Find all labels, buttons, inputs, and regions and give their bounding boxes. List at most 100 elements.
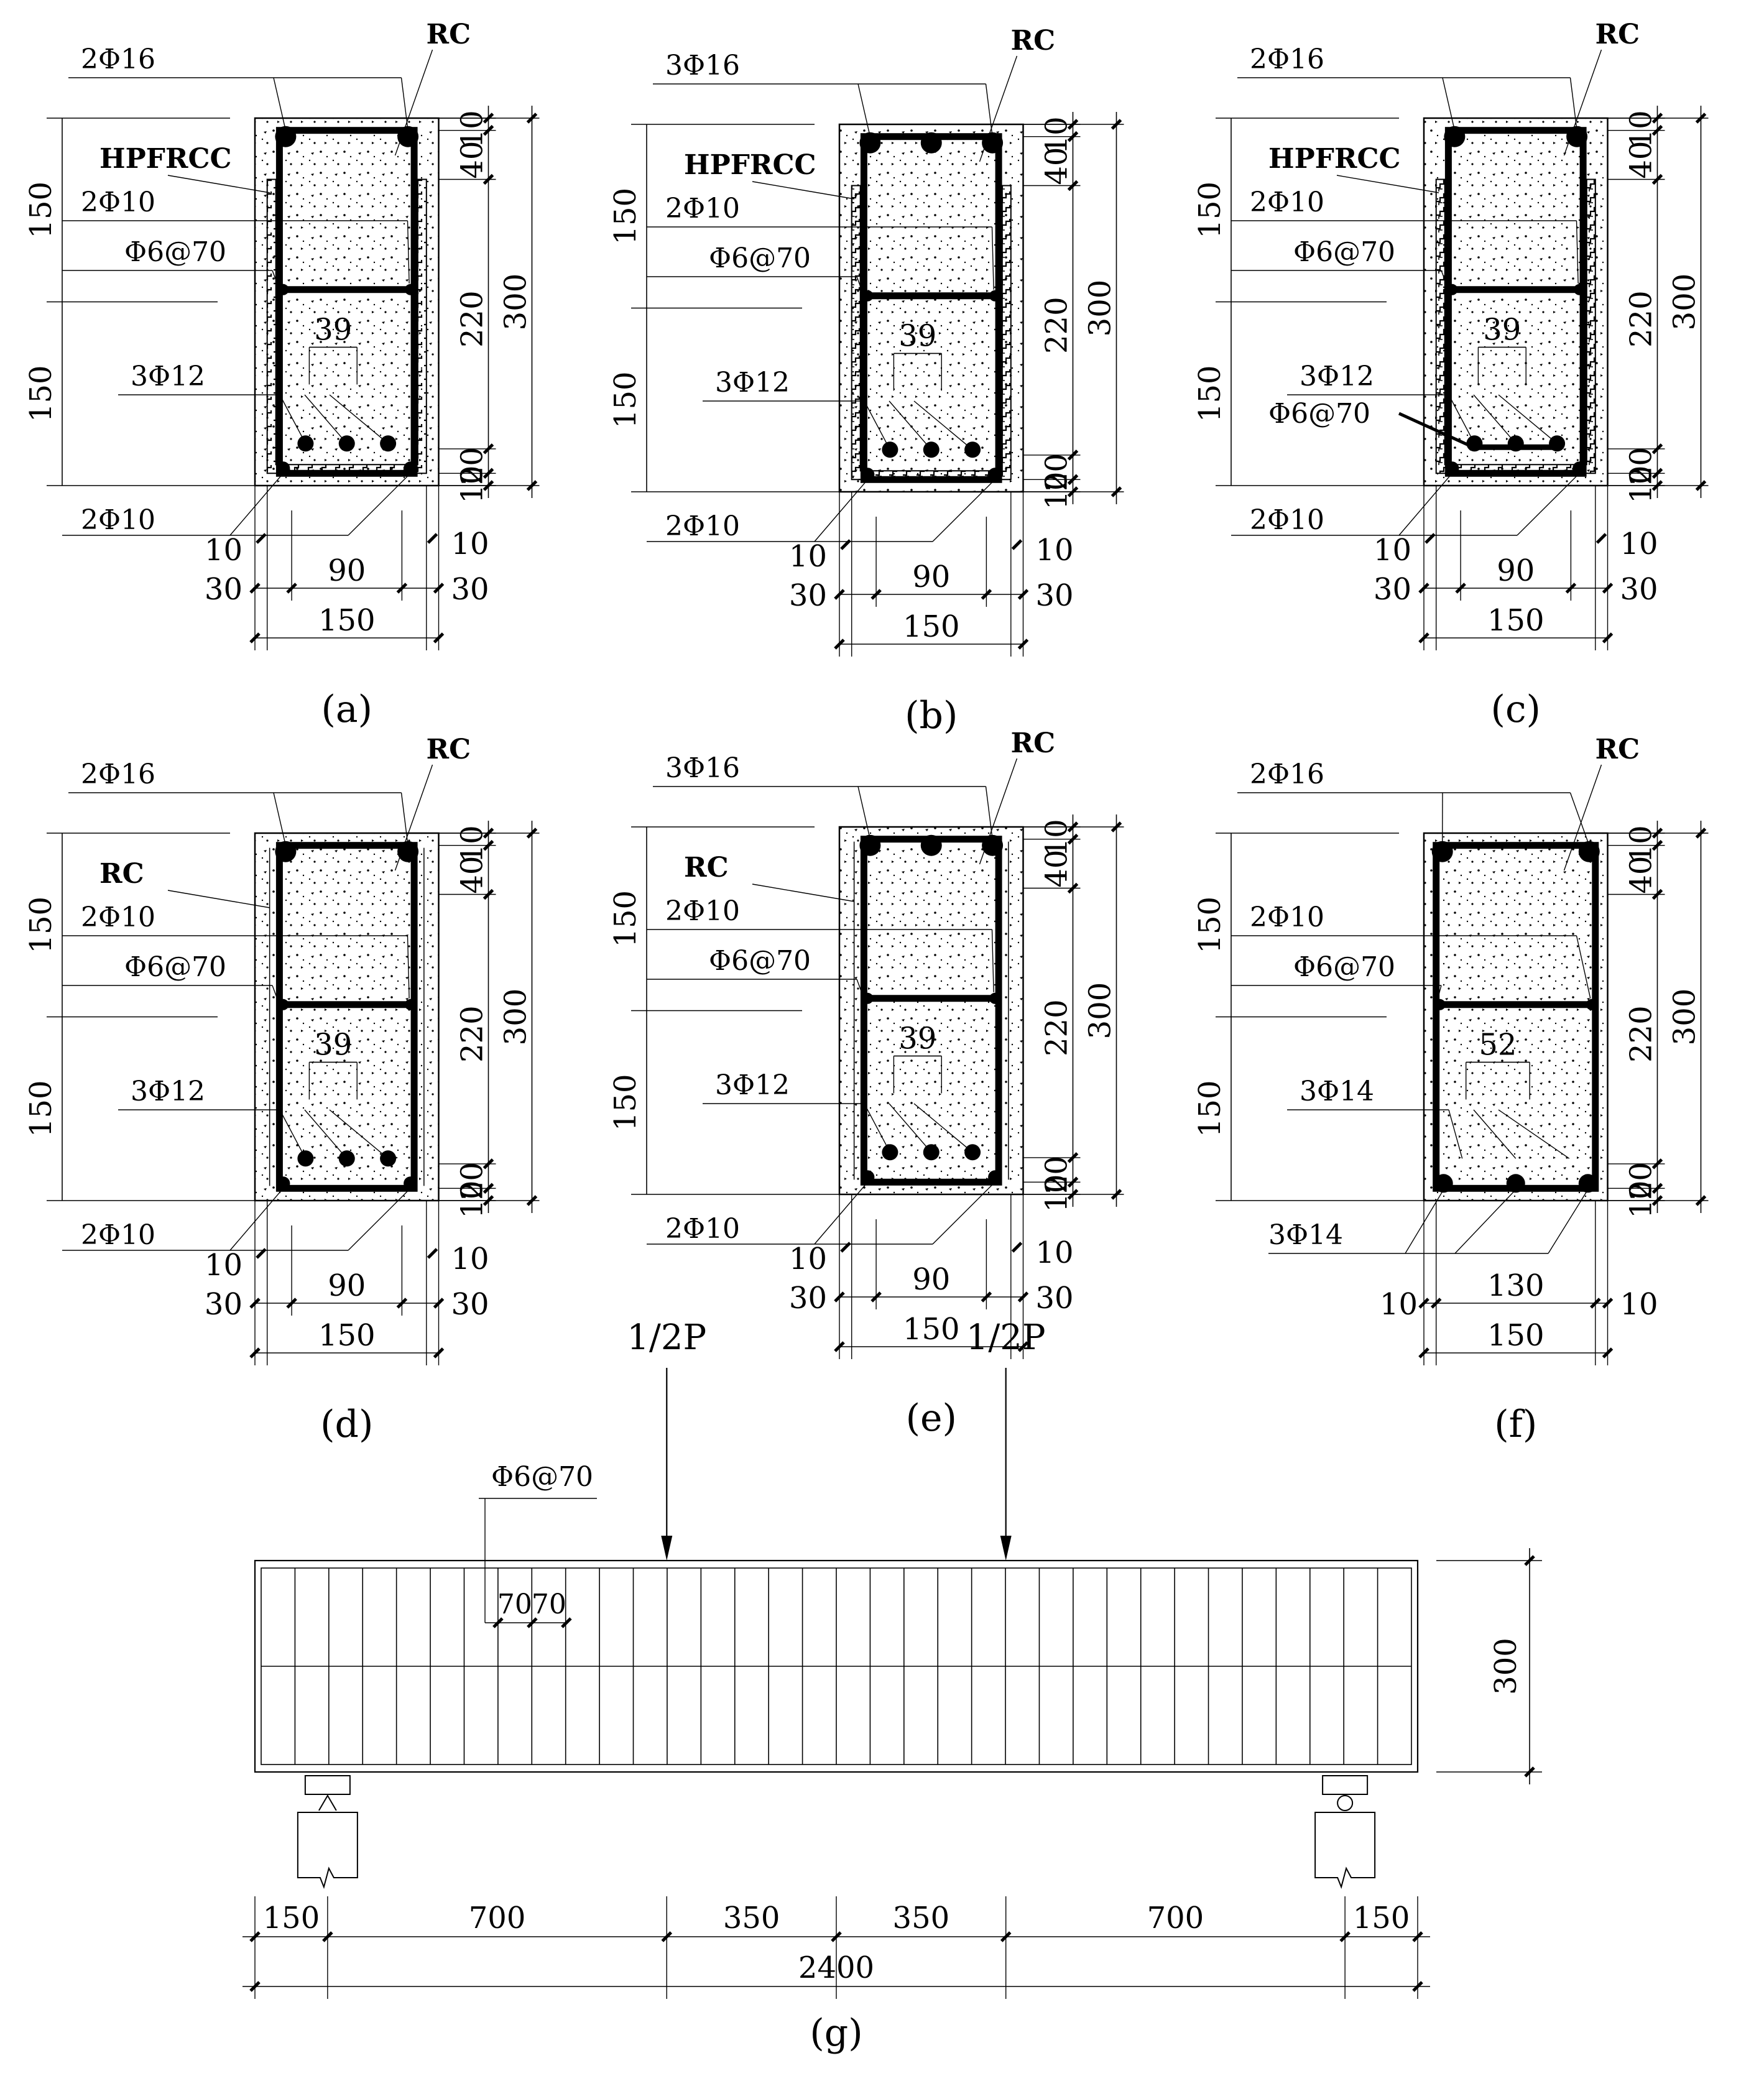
- middle-bar: [862, 992, 874, 1004]
- stirrup-label: Φ6@70: [1293, 236, 1395, 268]
- dimension-tick: [249, 1981, 261, 1992]
- leader-line: [1576, 935, 1591, 999]
- leader-line: [1569, 792, 1590, 846]
- height-dim-label: 20: [1624, 447, 1659, 485]
- dimension-tick: [1017, 1291, 1029, 1303]
- width-total-label: 150: [1487, 1318, 1545, 1353]
- top-bar: [1578, 841, 1600, 862]
- width-dim-label: 30: [451, 572, 489, 607]
- dimension-tick: [286, 583, 297, 594]
- height-dim-label: 40: [1624, 141, 1659, 179]
- dimension-tick: [1011, 539, 1023, 550]
- dimension-tick: [1651, 1183, 1663, 1194]
- leader-line: [1442, 77, 1456, 131]
- cover-dim-label: 10: [1036, 1235, 1074, 1270]
- height-total-label: 300: [1668, 989, 1702, 1046]
- bottom-bars-label: 2Φ10: [665, 1213, 740, 1245]
- mid-bars-label: 2Φ10: [1250, 902, 1324, 933]
- leader-line: [1576, 220, 1579, 284]
- bottom-bar: [988, 468, 1002, 482]
- dimension-tick: [433, 1298, 445, 1309]
- height-dim-label: 10: [455, 1181, 490, 1219]
- middle-bar: [405, 284, 417, 295]
- bottom-bar: [404, 461, 418, 476]
- leader-line: [329, 1109, 389, 1159]
- span-label: 350: [893, 1901, 950, 1935]
- width-dim-label: 130: [1487, 1268, 1545, 1303]
- width-dim-label: 30: [1036, 578, 1074, 613]
- dimension-tick: [427, 1248, 438, 1259]
- bottom-bar: [861, 1170, 875, 1184]
- leader-line: [1517, 473, 1580, 536]
- height-label: 300: [1489, 1638, 1523, 1695]
- span-label: 700: [1147, 1901, 1204, 1935]
- stirrup-spacing-label: 70: [532, 1589, 566, 1620]
- dimension-tick: [1565, 583, 1577, 594]
- spacing-label: 39: [898, 1021, 936, 1056]
- section-outline: [1423, 117, 1609, 487]
- cover-dim-label: 10: [205, 533, 242, 568]
- dimension-tick: [834, 589, 845, 600]
- dimension-tick: [834, 1291, 845, 1303]
- height-total-label: 300: [1668, 274, 1702, 331]
- leader-line: [229, 473, 284, 536]
- half-height-label: 150: [24, 1080, 58, 1137]
- leader-line: [229, 1188, 284, 1251]
- mid-bars-label: 2Φ10: [665, 895, 740, 927]
- tension-bars-label: 3Φ12: [131, 1076, 205, 1107]
- tension-bars-label: 3Φ12: [715, 1069, 790, 1101]
- dimension-tick: [1695, 828, 1707, 839]
- dimension-tick: [1017, 639, 1029, 650]
- leader-line: [913, 400, 973, 450]
- width-total-label: 150: [903, 1312, 960, 1347]
- height-dim-label: 40: [1624, 856, 1659, 894]
- leader-line: [279, 1109, 307, 1159]
- height-total-label: 300: [499, 989, 533, 1046]
- leader-line: [932, 479, 995, 542]
- dimension-tick: [483, 1158, 494, 1169]
- top-bar: [982, 834, 1004, 856]
- width-total-label: 150: [318, 603, 376, 638]
- dimension-tick: [1595, 533, 1607, 544]
- height-dim-label: 220: [455, 1005, 490, 1063]
- dimension-tick: [427, 533, 438, 544]
- half-height-label: 150: [1193, 182, 1227, 239]
- dimension-tick: [1695, 480, 1707, 491]
- leader-line: [889, 400, 932, 450]
- leader-line: [407, 220, 410, 284]
- dimension-tick: [1651, 124, 1663, 136]
- half-height-label: 150: [1193, 365, 1227, 422]
- half-height-label: 150: [1193, 897, 1227, 954]
- dimension-tick: [1067, 450, 1079, 461]
- stirrup-cage: [275, 127, 418, 477]
- dimension-tick: [1590, 1298, 1601, 1309]
- width-dim-label: 30: [451, 1287, 489, 1322]
- height-dim-label: 40: [455, 856, 490, 894]
- dimension-tick: [286, 1298, 297, 1309]
- support-base: [297, 1812, 358, 1889]
- dimension-tick: [1067, 1152, 1079, 1163]
- height-dim-label: 20: [1040, 453, 1074, 491]
- leader-line: [864, 400, 891, 450]
- leader-line: [932, 1181, 995, 1245]
- roller-support: [1337, 1795, 1354, 1811]
- cover-dim-label: 10: [1374, 533, 1411, 568]
- height-dim-label: 220: [1040, 999, 1074, 1056]
- jacket-label: RC: [99, 858, 144, 890]
- leader-line: [394, 49, 433, 156]
- half-height-label: 150: [24, 897, 58, 954]
- leader-line: [752, 883, 855, 902]
- leader-line: [1398, 412, 1474, 449]
- dimension-tick: [1412, 1931, 1423, 1942]
- span-label: 700: [469, 1901, 526, 1935]
- stirrup-label: Φ6@70: [124, 236, 226, 268]
- load-label: 1/2P: [627, 1317, 706, 1358]
- top-bar: [920, 834, 942, 856]
- leader-line: [167, 890, 270, 908]
- height-dim-label: 20: [1624, 1162, 1659, 1200]
- extra-stirrup-label: Φ6@70: [1268, 398, 1370, 430]
- leader-line: [864, 1103, 891, 1153]
- dimension-tick: [1524, 1555, 1535, 1566]
- leader-line: [1448, 1109, 1463, 1159]
